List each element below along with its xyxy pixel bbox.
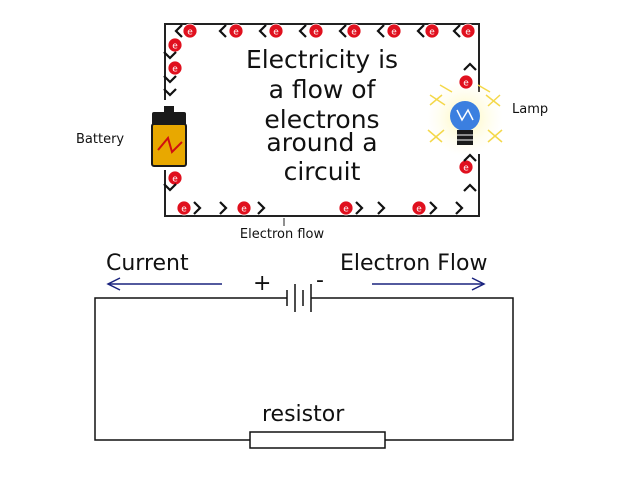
svg-text:e: e	[429, 28, 435, 38]
flow-arrow	[355, 201, 364, 215]
bottom-circuit-wire	[94, 297, 283, 441]
electron-marker: e	[167, 170, 183, 186]
caption-line-1: Electricity is	[246, 45, 398, 74]
flow-arrow	[376, 24, 385, 38]
flow-arrow	[163, 51, 177, 60]
svg-text:e: e	[172, 42, 178, 52]
electron-marker: e	[167, 37, 183, 53]
svg-text:e: e	[273, 28, 279, 38]
caption-line-2: a flow of	[269, 75, 377, 104]
caption-line-3: electrons	[264, 105, 379, 134]
flow-arrow	[429, 201, 438, 215]
electron-marker: e	[386, 23, 402, 39]
flow-arrow	[452, 24, 461, 38]
flow-arrow	[193, 201, 202, 215]
electron-marker: e	[308, 23, 324, 39]
svg-text:e: e	[172, 65, 178, 75]
caption-line-5: circuit	[284, 157, 361, 186]
svg-text:e: e	[181, 205, 187, 215]
flow-arrow	[463, 62, 477, 71]
electron-marker: e	[411, 200, 427, 216]
electron-flow-arrow	[372, 277, 486, 291]
electron-marker: e	[424, 23, 440, 39]
svg-text:e: e	[172, 175, 178, 185]
current-label: Current	[106, 251, 189, 276]
flow-arrow	[258, 24, 267, 38]
svg-text:e: e	[416, 205, 422, 215]
flow-arrow	[257, 201, 266, 215]
svg-text:e: e	[343, 205, 349, 215]
flow-arrow	[163, 88, 177, 97]
svg-text:e: e	[463, 79, 469, 89]
battery-icon	[151, 106, 187, 167]
svg-text:e: e	[465, 28, 471, 38]
current-arrow	[106, 277, 222, 291]
svg-text:e: e	[233, 28, 239, 38]
electron-marker: e	[346, 23, 362, 39]
flow-arrow	[163, 183, 177, 192]
electron-marker: e	[167, 60, 183, 76]
top-circuit-diagram: Electricity is a flow of electrons aroun…	[76, 23, 548, 242]
electron-flow-heading: Electron Flow	[340, 251, 487, 276]
flow-arrow	[338, 24, 347, 38]
flow-arrow	[463, 153, 477, 162]
minus-sign: -	[316, 268, 324, 293]
electron-marker: e	[176, 200, 192, 216]
electron-marker: e	[338, 200, 354, 216]
caption-line-4: around a	[266, 128, 377, 157]
svg-text:e: e	[351, 28, 357, 38]
electron-marker: e	[458, 74, 474, 90]
electron-marker: e	[236, 200, 252, 216]
battery-symbol	[283, 284, 314, 312]
flow-arrow	[298, 24, 307, 38]
flow-arrow	[219, 201, 228, 215]
battery-label: Battery	[76, 132, 124, 147]
electron-marker: e	[458, 159, 474, 175]
flow-arrow	[455, 201, 464, 215]
svg-text:e: e	[241, 205, 247, 215]
lamp-icon	[427, 80, 503, 156]
flow-arrow	[463, 183, 477, 192]
resistor-symbol	[249, 431, 386, 449]
svg-text:e: e	[391, 28, 397, 38]
resistor-label: resistor	[262, 402, 345, 427]
electron-marker: e	[182, 23, 198, 39]
flow-arrow	[416, 24, 425, 38]
flow-arrow	[163, 75, 177, 84]
svg-text:e: e	[313, 28, 319, 38]
flow-arrow	[218, 24, 227, 38]
svg-text:e: e	[463, 164, 469, 174]
plus-sign: +	[253, 271, 271, 296]
electron-flow-label: Electron flow	[240, 227, 325, 242]
electron-marker: e	[228, 23, 244, 39]
svg-text:e: e	[187, 28, 193, 38]
electron-marker: e	[268, 23, 284, 39]
flow-arrow	[377, 201, 386, 215]
lamp-label: Lamp	[512, 102, 548, 117]
electron-marker: e	[460, 23, 476, 39]
bottom-circuit-diagram: Current Electron Flow + - resistor	[94, 251, 514, 449]
flow-arrow	[174, 24, 183, 38]
